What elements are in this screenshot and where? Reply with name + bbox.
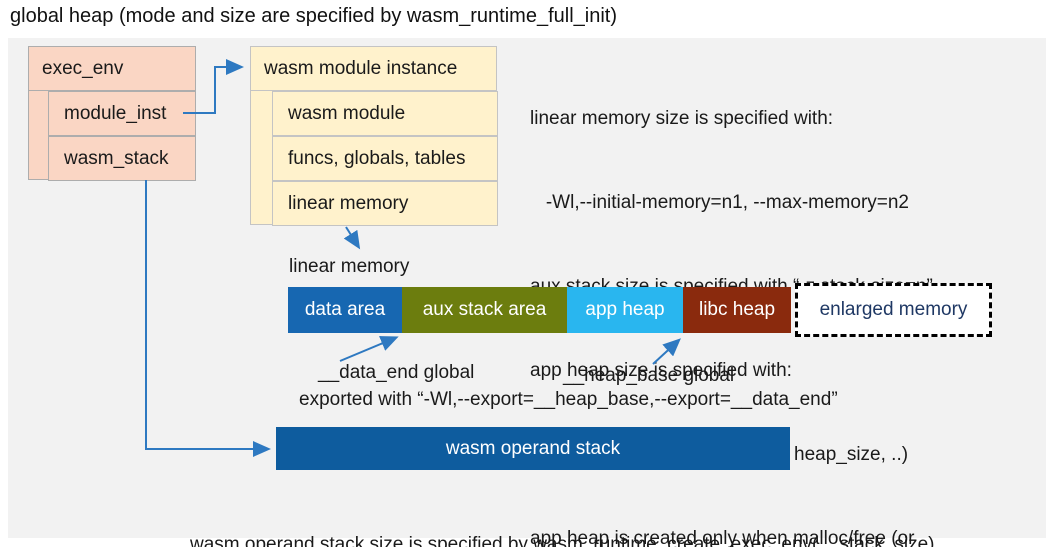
- module-instance-field-wasm-module: wasm module: [272, 91, 498, 136]
- module-instance-box: wasm module instance wasm module funcs, …: [250, 46, 498, 226]
- segment-enlarged-memory: enlarged memory: [795, 283, 992, 337]
- segment-libc-heap: libc heap: [683, 287, 791, 333]
- operand-stack-notes: wasm operand stack size is specified by …: [190, 477, 935, 547]
- exec-env-field-module-inst: module_inst: [48, 91, 196, 136]
- module-instance-field-funcs-globals-tables: funcs, globals, tables: [272, 136, 498, 181]
- segment-aux-stack-area: aux stack area: [402, 287, 567, 333]
- segment-app-heap: app heap: [567, 287, 683, 333]
- exec-env-title: exec_env: [29, 47, 195, 91]
- module-instance-title: wasm module instance: [251, 47, 496, 91]
- linear-memory-bar: data area aux stack area app heap libc h…: [288, 287, 791, 333]
- exec-env-box: exec_env module_inst wasm_stack: [28, 46, 196, 181]
- linear-memory-label: linear memory: [289, 256, 410, 277]
- exported-flags-label: exported with “-Wl,--export=__heap_base,…: [299, 389, 838, 410]
- data-end-global-label: __data_end global: [318, 362, 475, 383]
- segment-data-area: data area: [288, 287, 402, 333]
- footer-line: wasm operand stack size is specified by …: [190, 534, 935, 547]
- note-line: -Wl,--initial-memory=n1, --max-memory=n2: [530, 192, 909, 213]
- note-line: app heap is created only when malloc/fre…: [530, 528, 915, 547]
- note-line: linear memory size is specified with:: [530, 108, 834, 129]
- module-instance-field-linear-memory: linear memory: [272, 181, 498, 226]
- note-line: app heap size is specified with:: [530, 360, 792, 381]
- page-title: global heap (mode and size are specified…: [10, 5, 617, 27]
- exec-env-field-wasm-stack: wasm_stack: [48, 136, 196, 181]
- heap-base-global-label: __heap_base global: [563, 365, 735, 386]
- wasm-operand-stack-bar: wasm operand stack: [276, 427, 790, 470]
